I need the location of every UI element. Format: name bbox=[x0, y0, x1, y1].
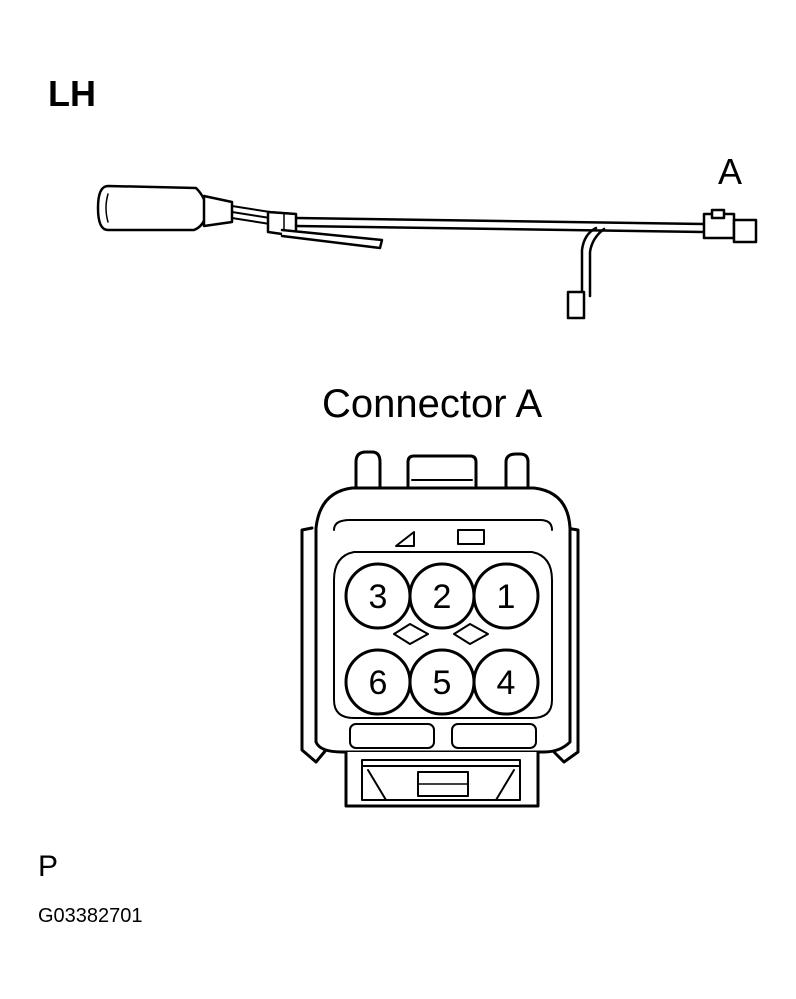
connector-title: Connector A bbox=[322, 382, 543, 426]
connector-callout: A bbox=[718, 151, 743, 192]
pin-cavity-4 bbox=[472, 648, 540, 716]
separator-diamond-right bbox=[453, 623, 489, 645]
top-latch bbox=[406, 454, 478, 494]
variant-code: P bbox=[38, 850, 59, 883]
pin-label: 4 bbox=[497, 664, 516, 702]
pin-label: 6 bbox=[369, 664, 388, 702]
wire-harness-illustration bbox=[96, 184, 758, 320]
key-rect-mark bbox=[457, 529, 485, 545]
pin-label: 1 bbox=[497, 578, 516, 616]
pin-label: 3 bbox=[369, 578, 388, 616]
pin-label: 2 bbox=[433, 578, 452, 616]
pin-cavity-1 bbox=[472, 562, 540, 630]
side-label: LH bbox=[48, 73, 96, 114]
separator-diamond-left bbox=[393, 623, 429, 645]
pin-label: 5 bbox=[433, 664, 452, 702]
figure-id: G03382701 bbox=[38, 905, 143, 927]
key-triangle-mark bbox=[395, 531, 415, 547]
branch-connector bbox=[566, 290, 586, 320]
lower-slot-left bbox=[349, 723, 435, 749]
lower-slot-right bbox=[451, 723, 537, 749]
